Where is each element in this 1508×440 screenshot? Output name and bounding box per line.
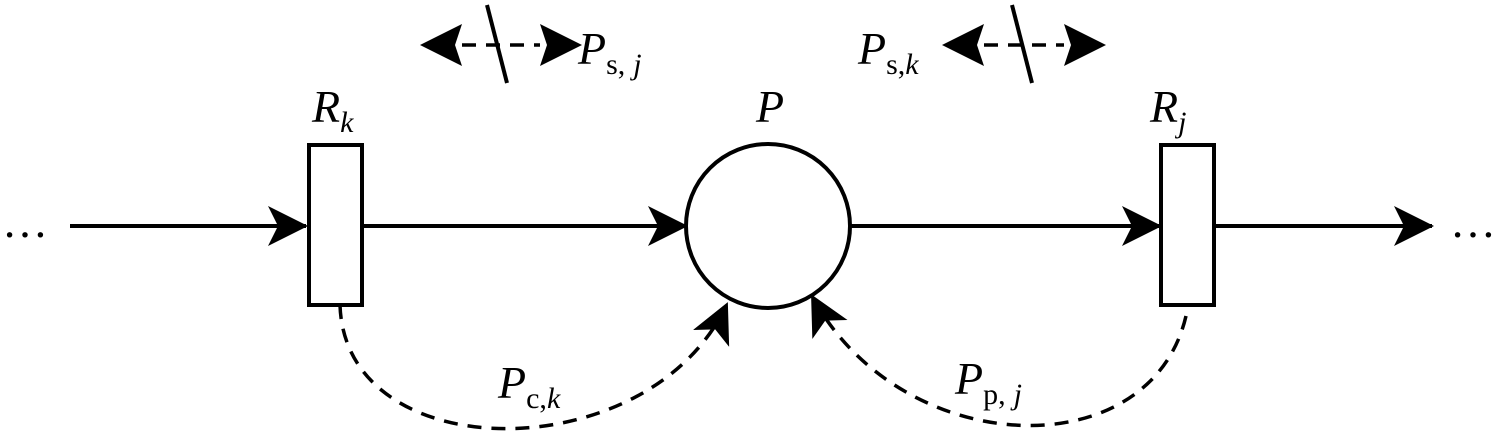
inhibited-arc-ps-k (942, 4, 1106, 84)
ellipsis-left: … (2, 196, 48, 247)
transition-rj-label: Rj (1149, 81, 1186, 139)
place-p-label: P (755, 81, 784, 132)
place-p (684, 142, 852, 310)
label-ps-j: Ps,j (577, 23, 642, 81)
label-pc-k: Pc,k (497, 357, 561, 415)
label-ps-k: Ps,k (857, 23, 919, 81)
dashed-arc-pp-j (810, 294, 1188, 428)
transition-rk (307, 143, 364, 307)
transition-rj (1159, 143, 1216, 307)
ellipsis-right: … (1450, 196, 1496, 247)
transition-rk-label: Rk (311, 81, 354, 139)
inhibited-arc-ps-j (420, 4, 582, 84)
label-pp-j: Pp,j (954, 353, 1022, 411)
